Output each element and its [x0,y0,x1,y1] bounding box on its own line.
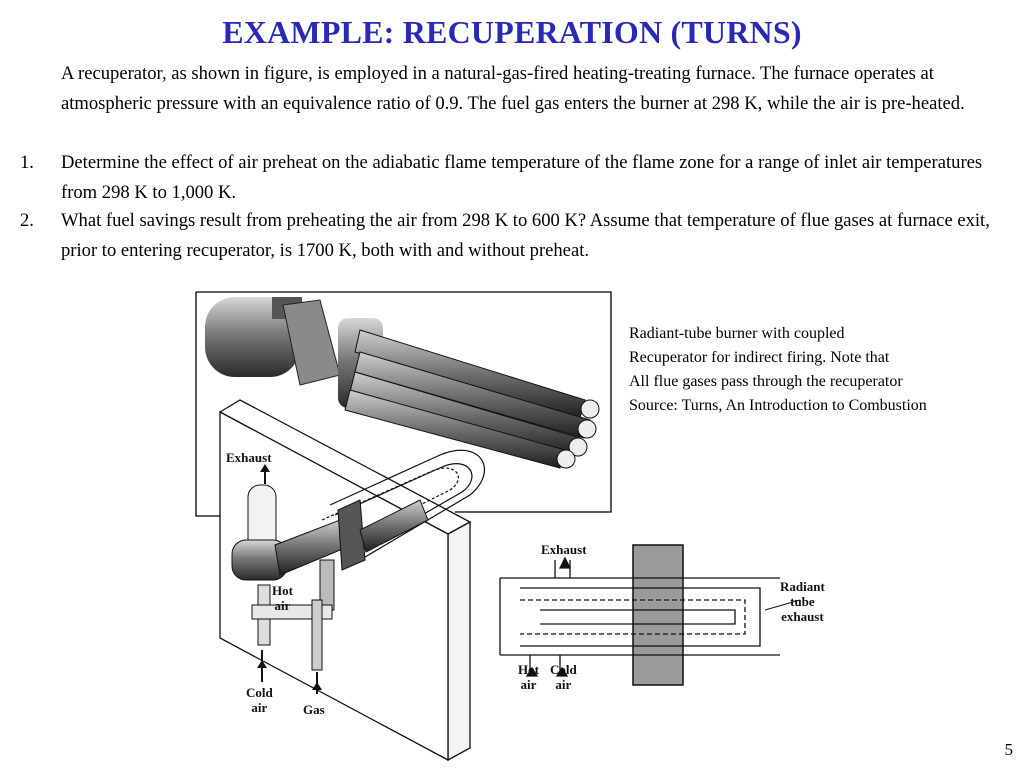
label-hot-air-right: Hot air [518,662,539,692]
item-1-text: Determine the effect of air preheat on t… [61,152,983,203]
cross-section-diagram [499,544,801,686]
caption-line: All flue gases pass through the recupera… [629,373,903,390]
figure-caption: Radiant-tube burner with coupled Recuper… [629,322,1019,418]
label-exhaust-right: Exhaust [541,542,587,557]
page-number: 5 [1004,740,1014,759]
label-hot-air-left: Hot air [272,583,293,613]
intro-paragraph: A recuperator, as shown in figure, is em… [61,63,965,114]
burner-photo [195,291,612,517]
caption-line: Source: Turns, An Introduction to Combus… [629,397,927,414]
caption-line: Recuperator for indirect firing. Note th… [629,349,890,366]
item-1-number: 1. [20,152,34,173]
recuperator-assembly [231,464,429,694]
label-radiant-tube-exhaust: Radiant tube exhaust [780,579,825,624]
item-2-text: What fuel savings result from preheating… [61,210,990,261]
label-cold-air-right: Cold air [550,662,577,692]
label-gas: Gas [303,702,325,717]
caption-line: Radiant-tube burner with coupled [629,325,845,342]
label-cold-air-left: Cold air [246,685,273,715]
u-tube [321,449,485,561]
item-2-number: 2. [20,210,34,231]
label-exhaust-left: Exhaust [226,450,272,465]
slide-title: EXAMPLE: RECUPERATION (TURNS) [222,14,802,50]
